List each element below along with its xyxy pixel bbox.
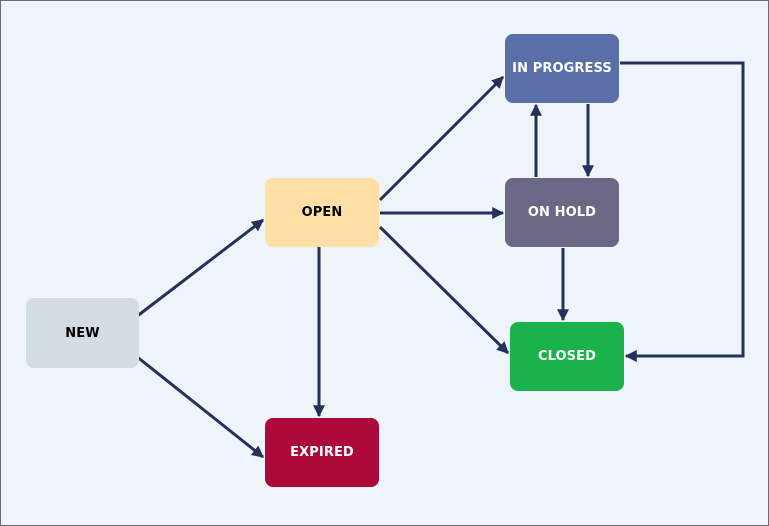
- node-open: OPEN: [265, 178, 379, 247]
- node-in-progress-label: IN PROGRESS: [512, 61, 612, 76]
- node-closed: CLOSED: [510, 322, 624, 391]
- node-on-hold-label: ON HOLD: [527, 205, 597, 220]
- node-open-label: OPEN: [301, 205, 343, 220]
- node-closed-label: CLOSED: [537, 349, 597, 364]
- edge-new-to-open: [135, 218, 264, 319]
- edge-open-to-in-progress: [378, 75, 505, 202]
- node-on-hold: ON HOLD: [505, 178, 619, 247]
- edge-in-progress-to-closed: [620, 61, 745, 362]
- edge-open-to-closed: [378, 225, 510, 355]
- node-expired-label: EXPIRED: [290, 445, 354, 460]
- edge-new-to-expired: [135, 354, 264, 459]
- node-in-progress: IN PROGRESS: [505, 34, 619, 103]
- node-expired: EXPIRED: [265, 418, 379, 487]
- node-new: NEW: [26, 298, 139, 368]
- node-new-label: NEW: [65, 325, 100, 341]
